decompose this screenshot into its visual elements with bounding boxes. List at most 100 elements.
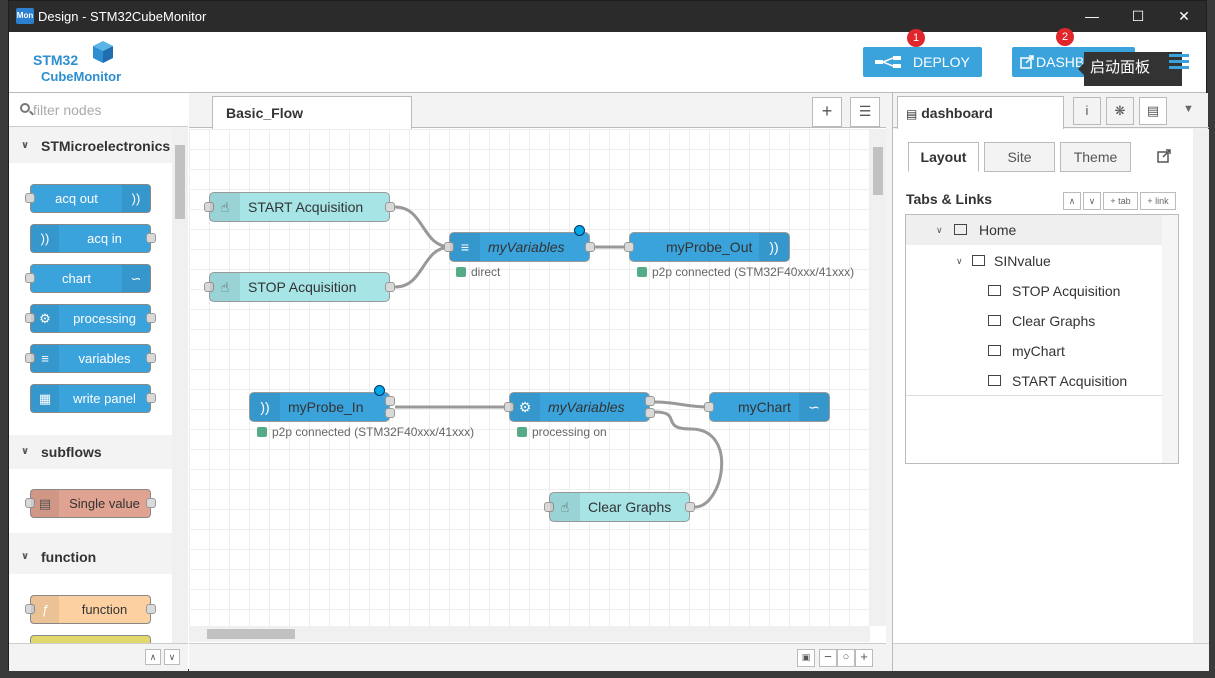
flow-node-myvariables-2[interactable]: ⚙ myVariables — [504, 392, 655, 422]
bar-chart-icon: ▤ — [906, 107, 918, 121]
collapse-up-icon[interactable]: ∧ — [1063, 192, 1081, 210]
category-label: subflows — [41, 444, 102, 460]
chevron-down-icon: ∨ — [956, 256, 963, 266]
dashboard-chart-icon[interactable]: ▤ — [1139, 97, 1167, 125]
palette-category-stmicroelectronics[interactable]: ∨ STMicroelectronics — [9, 129, 172, 163]
sidebar-footer — [893, 643, 1209, 671]
external-link-icon[interactable] — [1157, 149, 1171, 163]
table-icon — [972, 255, 985, 266]
wireless-icon: )) — [250, 393, 280, 421]
palette-category-function[interactable]: ∨ function — [9, 540, 172, 574]
tree-scrollbar[interactable] — [1162, 215, 1178, 463]
canvas-horizontal-scrollbar[interactable] — [189, 626, 870, 642]
workspace: Basic_Flow + ☰ ☝ START Acquisition — [189, 93, 886, 671]
flow-node-mychart[interactable]: myChart ∽ — [704, 392, 830, 422]
palette-group-subflows: ▤ Single value — [9, 469, 172, 533]
tree-item-mychart[interactable]: myChart — [906, 336, 1162, 366]
workspace-footer: ▣ − ○ + — [189, 643, 886, 671]
changed-indicator — [374, 385, 385, 396]
tab-dashboard[interactable]: ▤ dashboard — [897, 96, 1064, 129]
image-icon — [988, 285, 1001, 296]
info-icon[interactable]: i — [1073, 97, 1101, 125]
expand-down-icon[interactable]: ∨ — [1083, 192, 1101, 210]
palette-node-variables[interactable]: ≡ variables — [25, 344, 156, 373]
tab-layout[interactable]: Layout — [908, 142, 979, 172]
external-link-icon — [1020, 55, 1034, 69]
canvas-vertical-scrollbar[interactable] — [870, 129, 886, 626]
chevron-down-icon: ∨ — [21, 446, 30, 457]
add-flow-icon[interactable]: + — [812, 97, 842, 127]
tree-item-home[interactable]: ∨ Home — [906, 215, 1162, 245]
debug-icon[interactable]: ❋ — [1106, 97, 1134, 125]
search-icon — [20, 103, 30, 113]
list-icon: ≡ — [450, 233, 480, 261]
image-icon — [988, 375, 1001, 386]
window-title: Design - STM32CubeMonitor — [38, 9, 207, 24]
palette-node-write-panel[interactable]: ▦ write panel — [30, 384, 156, 413]
dashboard-tooltip: 启动面板 — [1078, 52, 1182, 86]
palette-category-subflows[interactable]: ∨ subflows — [9, 435, 172, 469]
flow-node-stop-acquisition[interactable]: ☝ STOP Acquisition — [204, 272, 395, 302]
tab-site[interactable]: Site — [984, 142, 1055, 172]
deploy-button[interactable]: DEPLOY — [863, 47, 982, 77]
step-badge-1: 1 — [907, 29, 925, 47]
palette-node-acq-in[interactable]: )) acq in — [30, 224, 156, 253]
tree-item-stop-acquisition[interactable]: STOP Acquisition — [906, 276, 1162, 306]
tab-theme[interactable]: Theme — [1060, 142, 1131, 172]
flow-node-myprobe-out[interactable]: myProbe_Out )) — [624, 232, 790, 262]
gear-icon: ⚙ — [31, 305, 59, 332]
palette-node-function[interactable]: ƒ function — [25, 595, 156, 624]
chart-icon: ∽ — [799, 393, 829, 421]
palette-node-chart[interactable]: chart ∽ — [25, 264, 151, 293]
tab-dashboard-label: dashboard — [921, 105, 993, 121]
workspace-tabbar: Basic_Flow + ☰ — [189, 93, 886, 129]
category-label: function — [41, 549, 97, 565]
sidebar-tabbar: ▤ dashboard i ❋ ▤ ▼ — [893, 93, 1209, 129]
header: STM32 CubeMonitor DEPLOY 1 DASHBOARD 2 启… — [9, 28, 1206, 93]
category-label: STMicroelectronics — [41, 138, 171, 154]
zoom-out-icon[interactable]: − — [819, 649, 837, 667]
tab-basic-flow[interactable]: Basic_Flow — [212, 96, 412, 129]
map-icon[interactable]: ▣ — [797, 649, 815, 667]
title-bar: Mon Design - STM32CubeMonitor — ☐ ✕ — [9, 1, 1206, 32]
hand-pointer-icon: ☝ — [210, 193, 240, 221]
node-status: direct — [456, 265, 500, 279]
main-menu-icon[interactable] — [1169, 54, 1189, 70]
sidebar-scrollbar[interactable] — [1193, 129, 1209, 643]
flow-node-clear-graphs[interactable]: ☝ Clear Graphs — [544, 492, 695, 522]
maximize-button[interactable]: ☐ — [1131, 8, 1145, 24]
app-icon: Mon — [16, 8, 34, 24]
minimize-button[interactable]: — — [1085, 8, 1099, 24]
tabs-links-title: Tabs & Links — [906, 191, 993, 207]
sidebar-separator[interactable] — [886, 93, 892, 671]
zoom-in-icon[interactable]: + — [855, 649, 873, 667]
tree-item-start-acquisition[interactable]: START Acquisition — [906, 366, 1162, 396]
palette-node-single-value[interactable]: ▤ Single value — [25, 489, 156, 518]
tree-item-sinvalue[interactable]: ∨ SINvalue — [906, 246, 1162, 276]
palette-group-function: ƒ function — [9, 574, 172, 643]
filter-nodes-input[interactable]: filter nodes — [9, 93, 188, 127]
close-button[interactable]: ✕ — [1178, 8, 1190, 24]
flow-node-myprobe-in[interactable]: )) myProbe_In — [249, 392, 395, 422]
step-badge-2: 2 — [1056, 28, 1074, 46]
wireless-icon: )) — [122, 185, 150, 212]
palette-node-acq-out[interactable]: acq out )) — [25, 184, 151, 213]
add-link-button[interactable]: + link — [1140, 192, 1176, 210]
tree-item-clear-graphs[interactable]: Clear Graphs — [906, 306, 1162, 336]
collapse-all-icon[interactable]: ∧ — [145, 649, 161, 665]
panel-icon: ▦ — [31, 385, 59, 412]
flow-canvas[interactable]: ☝ START Acquisition ☝ STOP Acquisition ≡… — [189, 129, 870, 626]
zoom-reset-icon[interactable]: ○ — [837, 649, 855, 667]
palette-node-partial[interactable] — [30, 635, 151, 643]
node-status: p2p connected (STM32F40xxx/41xxx) — [257, 425, 474, 439]
flow-node-myvariables-1[interactable]: ≡ myVariables — [444, 232, 595, 262]
list-flows-icon[interactable]: ☰ — [850, 97, 880, 127]
palette-scrollbar[interactable] — [172, 127, 188, 643]
flow-node-start-acquisition[interactable]: ☝ START Acquisition — [204, 192, 395, 222]
palette-node-processing[interactable]: ⚙ processing — [25, 304, 156, 333]
chevron-down-icon[interactable]: ▼ — [1183, 103, 1194, 115]
expand-all-icon[interactable]: ∨ — [164, 649, 180, 665]
function-icon: ƒ — [31, 596, 59, 623]
hand-pointer-icon: ☝ — [210, 273, 240, 301]
add-tab-button[interactable]: + tab — [1103, 192, 1138, 210]
